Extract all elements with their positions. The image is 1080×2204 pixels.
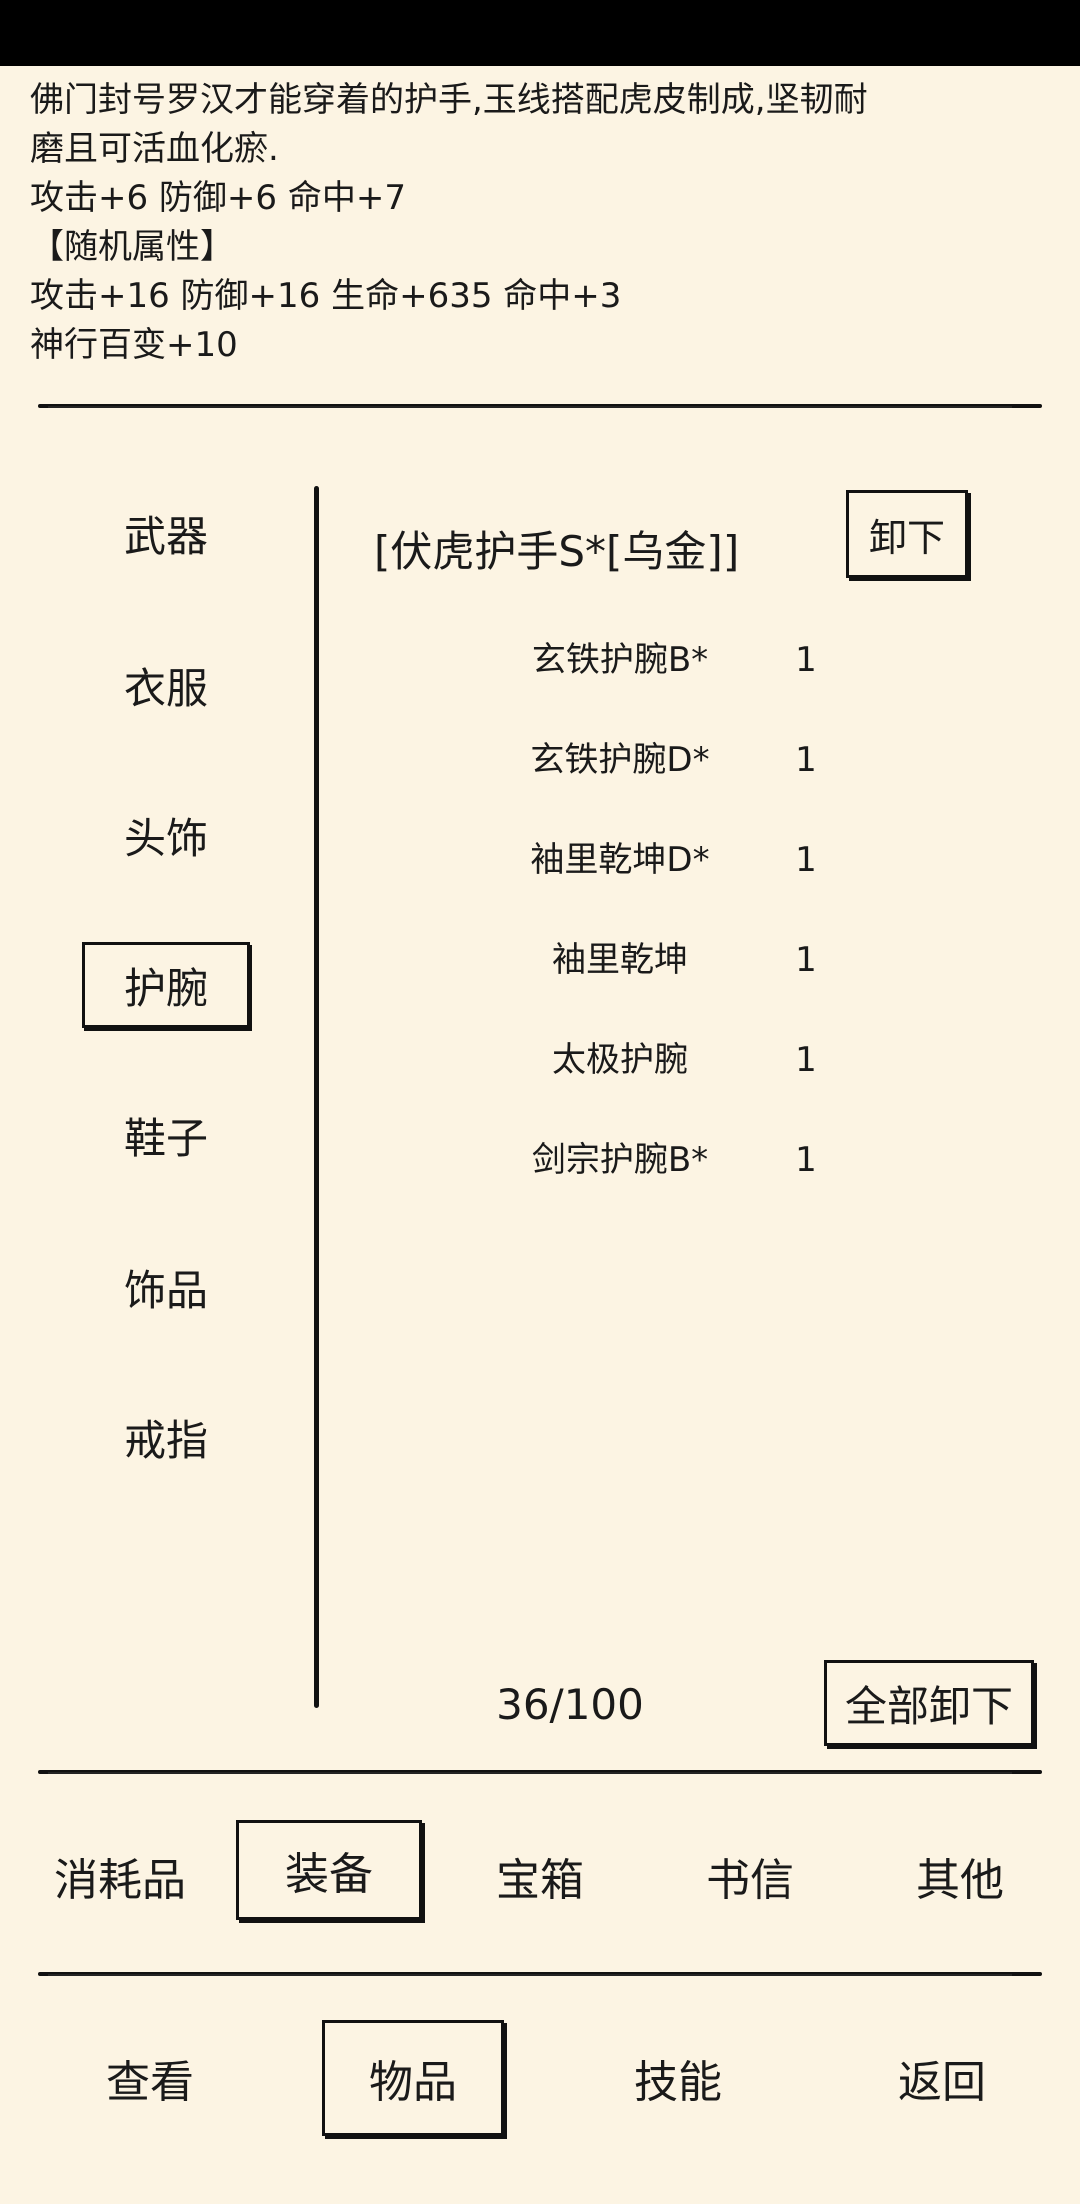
item-quantity: 1: [795, 940, 817, 980]
description-line: 磨且可活血化瘀.: [30, 129, 279, 169]
tab-consumables[interactable]: 消耗品: [54, 1855, 186, 1906]
list-item[interactable]: 太极护腕 1: [420, 1020, 820, 1100]
status-bar: [0, 0, 1080, 66]
category-accessory[interactable]: 饰品: [123, 1265, 208, 1315]
item-name: 袖里乾坤: [552, 940, 688, 980]
divider: [38, 1972, 1042, 1976]
equipped-item[interactable]: [伏虎护手S*[乌金]]: [374, 526, 740, 576]
item-name: 剑宗护腕B*: [531, 1140, 709, 1180]
column-divider: [314, 486, 319, 1708]
tab-other[interactable]: 其他: [916, 1855, 1004, 1906]
tab-view[interactable]: 查看: [106, 2057, 194, 2108]
tab-chests[interactable]: 宝箱: [496, 1855, 584, 1906]
item-name: 太极护腕: [552, 1040, 688, 1080]
tab-items[interactable]: 物品: [322, 2020, 504, 2136]
list-item[interactable]: 剑宗护腕B* 1: [420, 1120, 820, 1200]
tab-back[interactable]: 返回: [898, 2057, 986, 2108]
tab-skills[interactable]: 技能: [634, 2057, 722, 2108]
category-shoes[interactable]: 鞋子: [123, 1113, 208, 1163]
unequip-all-button[interactable]: 全部卸下: [824, 1660, 1034, 1746]
tab-equipment[interactable]: 装备: [236, 1820, 422, 1920]
list-item[interactable]: 玄铁护腕D* 1: [420, 720, 820, 800]
item-quantity: 1: [795, 840, 817, 880]
random-stats-extra: 神行百变+10: [30, 325, 238, 365]
list-item[interactable]: 袖里乾坤 1: [420, 920, 820, 1000]
divider: [38, 1770, 1042, 1774]
category-bracer[interactable]: 护腕: [82, 942, 250, 1028]
item-name: 玄铁护腕D*: [530, 740, 710, 780]
random-stats: 攻击+16 防御+16 生命+635 命中+3: [30, 276, 622, 316]
item-quantity: 1: [795, 640, 817, 680]
tab-letters[interactable]: 书信: [706, 1855, 794, 1906]
category-weapon[interactable]: 武器: [123, 511, 208, 561]
inventory-screen: 佛门封号罗汉才能穿着的护手,玉线搭配虎皮制成,坚韧耐 磨且可活血化瘀. 攻击+6…: [0, 66, 1080, 2204]
description-line: 佛门封号罗汉才能穿着的护手,玉线搭配虎皮制成,坚韧耐: [30, 80, 868, 120]
base-stats: 攻击+6 防御+6 命中+7: [30, 178, 406, 218]
item-name: 袖里乾坤D*: [530, 840, 710, 880]
item-name: 玄铁护腕B*: [531, 640, 709, 680]
category-headwear[interactable]: 头饰: [123, 813, 208, 863]
item-description: 佛门封号罗汉才能穿着的护手,玉线搭配虎皮制成,坚韧耐 磨且可活血化瘀. 攻击+6…: [30, 80, 1050, 370]
item-quantity: 1: [795, 1040, 817, 1080]
list-item[interactable]: 袖里乾坤D* 1: [420, 820, 820, 900]
random-attr-header: 【随机属性】: [30, 227, 234, 267]
list-item[interactable]: 玄铁护腕B* 1: [420, 620, 820, 700]
divider: [38, 404, 1042, 408]
inventory-capacity: 36/100: [496, 1680, 644, 1729]
item-quantity: 1: [795, 1140, 817, 1180]
category-ring[interactable]: 戒指: [123, 1415, 208, 1465]
unequip-button[interactable]: 卸下: [846, 490, 968, 578]
category-clothes[interactable]: 衣服: [123, 663, 208, 713]
item-quantity: 1: [795, 740, 817, 780]
